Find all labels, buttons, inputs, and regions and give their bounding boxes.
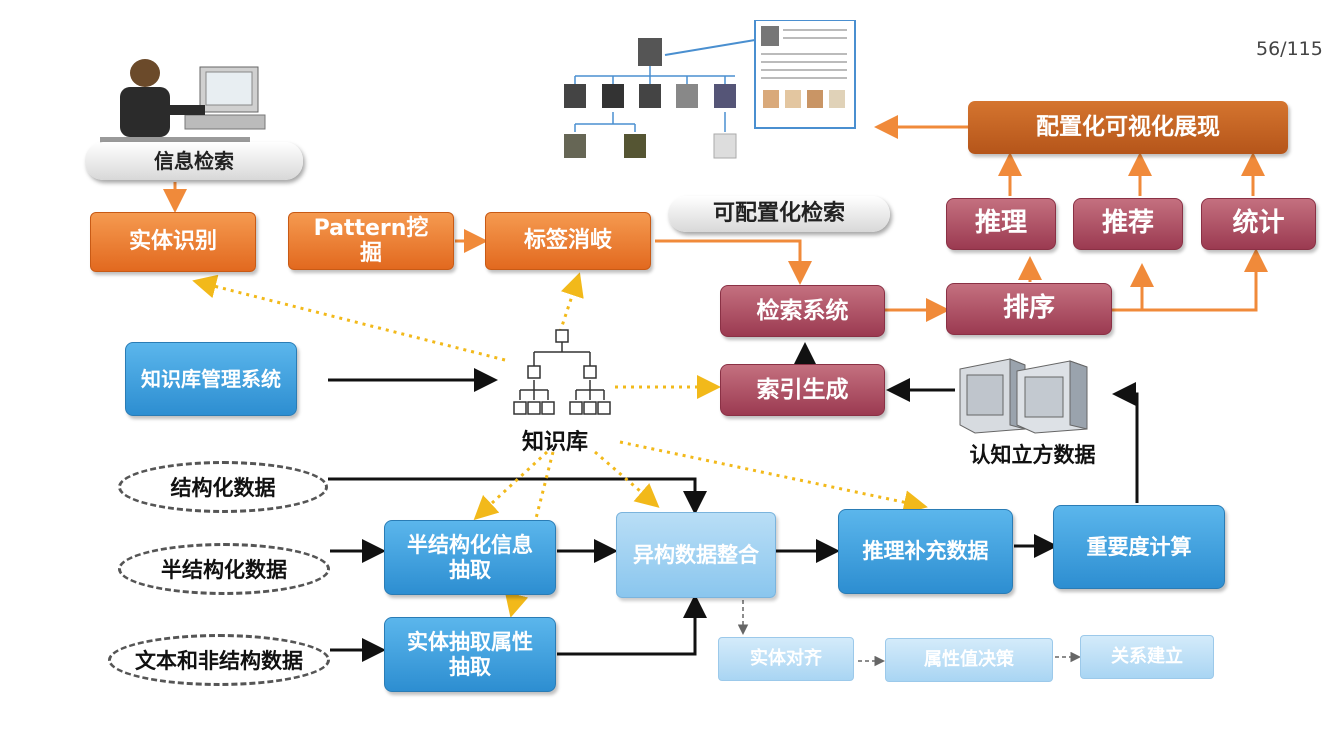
hierarchy-tree-icon bbox=[513, 329, 611, 415]
statistics-box: 统计 bbox=[1201, 198, 1316, 250]
knowledge-base-label: 知识库 bbox=[521, 430, 588, 455]
index-generation-box: 索引生成 bbox=[720, 364, 885, 416]
entity-recognition-box: 实体识别 bbox=[90, 212, 256, 272]
semi-structured-extraction-box: 半结构化信息抽取 bbox=[384, 520, 556, 595]
page-number: 56/115 bbox=[1256, 38, 1323, 60]
structured-data-cloud: 结构化数据 bbox=[118, 461, 328, 513]
recommendation-box: 推荐 bbox=[1073, 198, 1183, 250]
server-icon bbox=[959, 358, 1088, 434]
entity-alignment-box: 实体对齐 bbox=[718, 637, 854, 681]
relation-building-box: 关系建立 bbox=[1080, 635, 1214, 679]
semi-structured-data-cloud: 半结构化数据 bbox=[118, 543, 330, 595]
cognitive-cube-label: 认知立方数据 bbox=[969, 443, 1096, 467]
configurable-visualization-box: 配置化可视化展现 bbox=[968, 101, 1288, 154]
computer-user-icon bbox=[100, 59, 266, 145]
reasoning-supplement-box: 推理补充数据 bbox=[838, 509, 1013, 594]
pattern-mining-box: Pattern挖掘 bbox=[288, 212, 454, 270]
importance-calc-box: 重要度计算 bbox=[1053, 505, 1225, 589]
kb-management-box: 知识库管理系统 bbox=[125, 342, 297, 416]
ranking-box: 排序 bbox=[946, 283, 1112, 335]
heterogeneous-integration-box: 异构数据整合 bbox=[616, 512, 776, 598]
tag-disambiguation-box: 标签消岐 bbox=[485, 212, 651, 270]
attr-value-decision-box: 属性值决策 bbox=[885, 638, 1053, 682]
entity-attr-extraction-box: 实体抽取属性抽取 bbox=[384, 617, 556, 692]
reasoning-box: 推理 bbox=[946, 198, 1056, 250]
unstructured-data-cloud: 文本和非结构数据 bbox=[108, 634, 330, 686]
family-tree-image bbox=[564, 20, 856, 159]
info-search-label: 信息检索 bbox=[85, 142, 303, 180]
search-system-box: 检索系统 bbox=[720, 285, 885, 337]
configurable-search-label: 可配置化检索 bbox=[668, 196, 890, 232]
